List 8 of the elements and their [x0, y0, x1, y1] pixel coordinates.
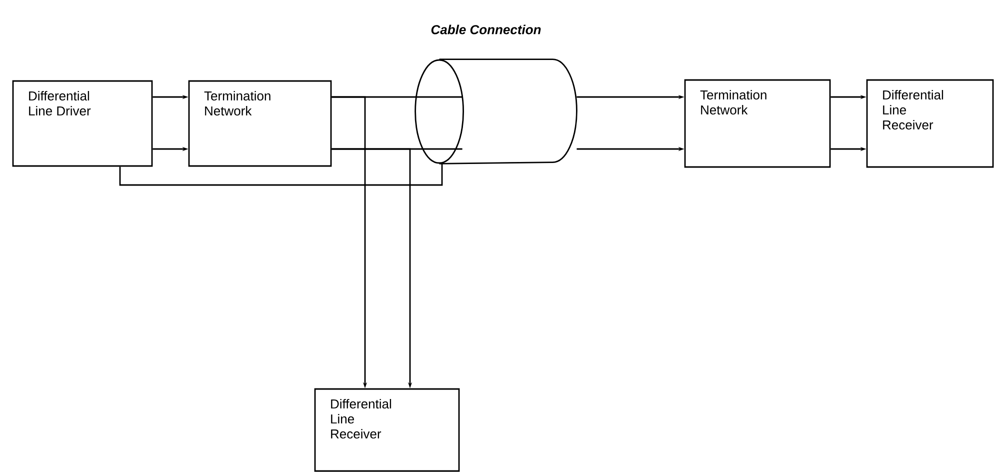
cable-cylinder [414, 58, 578, 164]
process-box: Termination Network [684, 79, 831, 168]
cable-label: Cable Connection [431, 24, 541, 34]
process-box: Differential Line Driver [12, 80, 153, 167]
process-box: Differential Line Receiver [314, 388, 460, 472]
process-box: Differential Line Receiver [866, 79, 994, 168]
process-box: Termination Network [188, 80, 332, 167]
connector-line [119, 164, 443, 186]
